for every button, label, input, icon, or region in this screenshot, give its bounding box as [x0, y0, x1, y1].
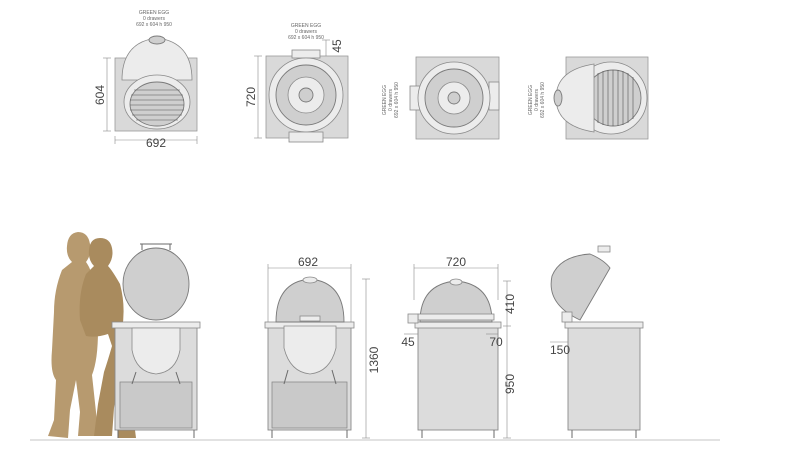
elevation-b-lower-panel	[271, 381, 348, 429]
elevation-open-front	[111, 243, 201, 438]
plan-view-4: GREEN EGG 0 drawers 692 x 604 h 950	[528, 56, 649, 140]
elevation-d-hinge	[561, 311, 573, 323]
plan-view-1-label-sub: 0 drawers	[143, 16, 165, 22]
plan-view-2-label-sub: 0 drawers	[295, 29, 317, 35]
elevation-a-egg-base	[131, 327, 181, 375]
plan-view-1-label-dims: 692 x 604 h 950	[136, 22, 172, 28]
elevation-side-open: 150	[550, 245, 644, 438]
elevation-d-cabinet	[567, 325, 641, 431]
plan-view-1-grate-bars	[130, 89, 184, 121]
elevation-c-egg-band	[417, 313, 495, 321]
plan-view-4-grate-bars	[597, 70, 634, 126]
plan-view-1-lid-knob	[148, 35, 166, 45]
elevation-a-lower-panel	[119, 381, 193, 429]
elevation-c-hinge	[407, 313, 419, 324]
plan-view-2-label-dims: 692 x 604 h 950	[288, 35, 324, 41]
plan-view-3-label-sub: 0 drawers	[388, 89, 394, 111]
plan-view-2-hinge	[291, 49, 321, 59]
elevation-d-offset-dim: 150	[550, 343, 570, 357]
elevation-a-open-lid	[122, 247, 190, 321]
elevation-b-egg-top-vent	[302, 276, 318, 284]
elevation-b-egg-base	[283, 325, 337, 375]
plan-view-4-label-dims: 692 x 604 h 950	[540, 82, 546, 118]
elevation-d-open-lid	[550, 253, 611, 321]
plan-view-3: GREEN EGG 0 drawers 692 x 604 h 950	[382, 56, 500, 140]
elevation-c-right-offset-dim: 70	[489, 335, 503, 349]
elevation-b-egg-handle	[299, 315, 321, 322]
plan-view-4-label-title: GREEN EGG	[528, 85, 534, 115]
plan-view-2-depth-dim: 720	[244, 87, 258, 107]
plan-view-1-grate	[129, 81, 185, 127]
plan-view-2: 720 45 GREEN EGG 0 drawers 692 x 604 h 9…	[244, 23, 349, 143]
plan-view-1-depth-dim: 604	[93, 85, 107, 105]
elevation-c-left-offset-dim: 45	[401, 335, 415, 349]
plan-view-1-width-dim: 692	[146, 136, 166, 150]
elevation-d-lid-handle	[597, 245, 611, 253]
plan-view-4-lid-knob	[553, 89, 563, 107]
elevation-b-height-dim: 1360	[367, 346, 381, 373]
plan-view-2-offset-dim: 45	[330, 39, 344, 53]
plan-view-1: 604 692 GREEN EGG 0 drawers 692 x 604 h …	[93, 10, 198, 150]
elevation-c-egg-height-dim: 410	[503, 294, 517, 314]
elevation-a-counter	[111, 321, 201, 329]
elevation-c-egg-top-vent	[449, 278, 463, 286]
plan-view-3-egg-vent	[447, 91, 461, 105]
plan-view-3-label-title: GREEN EGG	[382, 85, 388, 115]
elevation-c-cabinet	[417, 325, 499, 431]
elevation-d-counter	[564, 321, 644, 329]
elevation-c-counter	[414, 321, 502, 329]
elevation-b-egg-dome	[275, 278, 345, 323]
plan-view-2-label-title: GREEN EGG	[291, 23, 321, 29]
plan-view-2-egg-vent	[298, 87, 314, 103]
plan-view-3-handle	[488, 81, 500, 111]
plan-view-2-handle	[288, 131, 324, 143]
plan-view-3-label-dims: 692 x 604 h 950	[394, 82, 400, 118]
elevation-side: 720 410 950 45 70	[401, 255, 517, 439]
elevation-c-cabinet-height-dim: 950	[503, 374, 517, 394]
elevation-front: 692 1360	[264, 255, 381, 439]
elevation-b-width-dim: 692	[298, 255, 318, 269]
plan-view-4-label-sub: 0 drawers	[534, 89, 540, 111]
elevation-c-width-dim: 720	[446, 255, 466, 269]
plan-view-1-label-title: GREEN EGG	[139, 10, 169, 16]
